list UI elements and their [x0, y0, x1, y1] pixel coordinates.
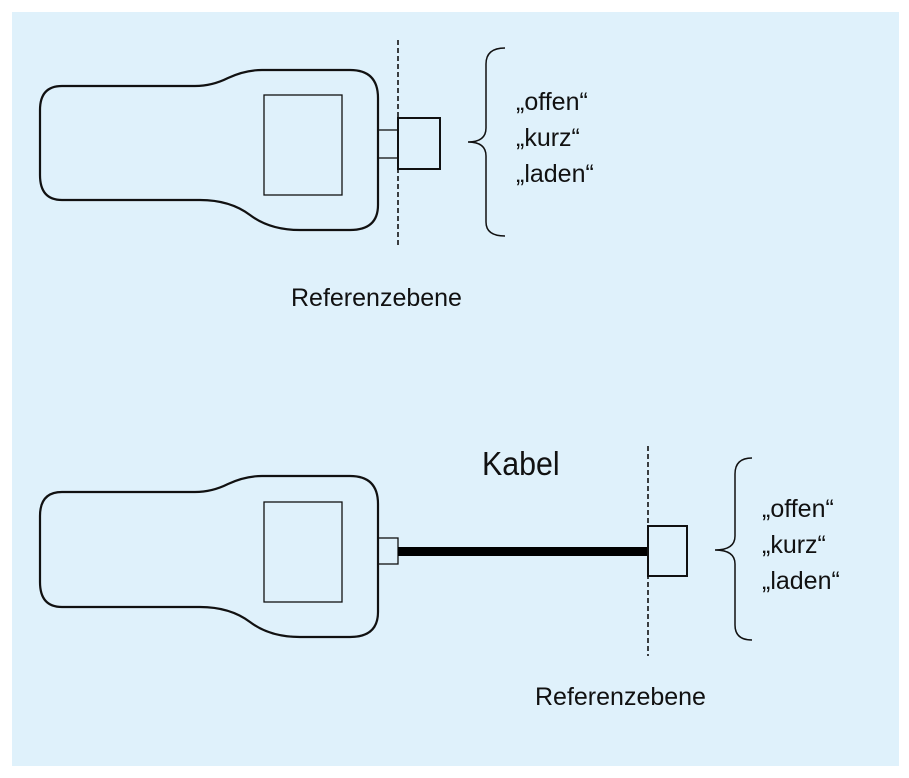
- standard-short-label: „kurz“: [762, 531, 826, 559]
- display-screen: [263, 501, 343, 603]
- port-connector-icon: [377, 129, 399, 159]
- bottom-setup: [38, 446, 753, 656]
- port-connector-icon: [377, 537, 399, 565]
- handheld-analyzer-icon: [38, 474, 380, 639]
- reference-plane-label-bottom: Referenzebene: [535, 683, 706, 711]
- curly-brace-icon: [714, 457, 753, 641]
- standard-open-label: „offen“: [762, 495, 834, 523]
- calibration-standard-icon: [397, 117, 441, 170]
- standards-list-bottom: „offen“ „kurz“ „laden“: [762, 491, 840, 599]
- cable-label: Kabel: [482, 445, 560, 482]
- standard-load-label: „laden“: [516, 160, 594, 188]
- handheld-analyzer-icon: [38, 68, 380, 232]
- standards-list-top: „offen“ „kurz“ „laden“: [516, 84, 594, 192]
- calibration-standard-icon: [647, 525, 688, 577]
- standard-open-label: „offen“: [516, 88, 588, 116]
- standard-short-label: „kurz“: [516, 124, 580, 152]
- display-screen: [263, 94, 343, 196]
- reference-plane-label-top: Referenzebene: [291, 284, 462, 312]
- curly-brace-icon: [467, 47, 506, 237]
- cable: [398, 547, 648, 556]
- standard-load-label: „laden“: [762, 567, 840, 595]
- top-setup: [38, 40, 506, 248]
